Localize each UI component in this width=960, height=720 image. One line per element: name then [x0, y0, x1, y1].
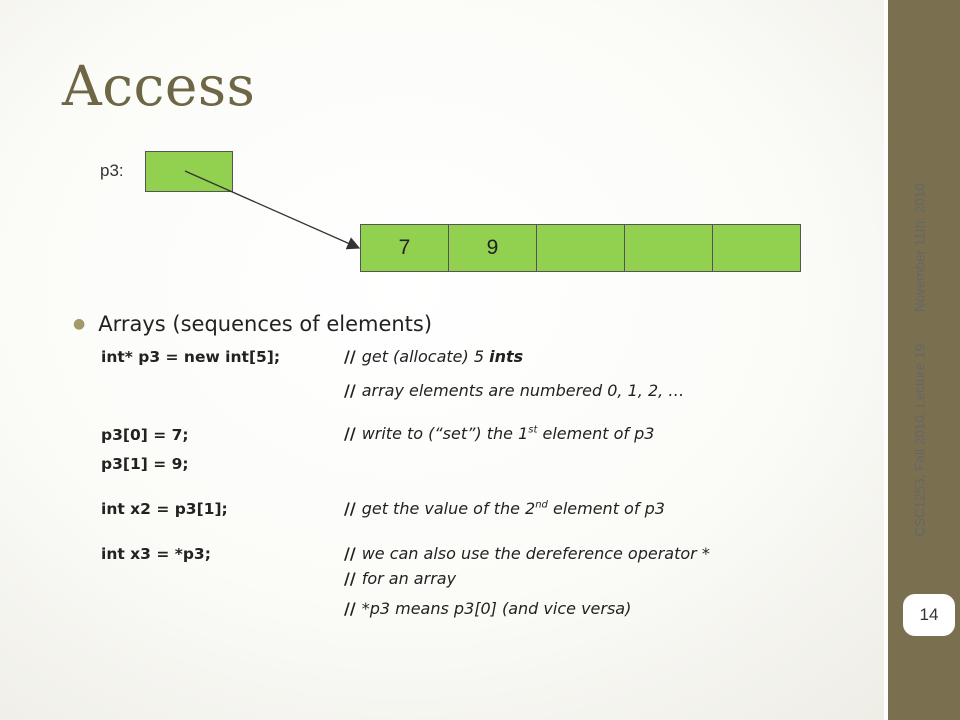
bullet-text: Arrays (sequences of elements)	[98, 312, 433, 336]
array-cell-1: 9	[449, 225, 537, 271]
code-line-4: p3[1] = 9;	[101, 455, 189, 473]
sidebar-divider	[884, 0, 888, 720]
code-line-6: int x3 = *p3;	[101, 545, 211, 563]
comment-line-1: //get (allocate) 5 ints	[344, 347, 524, 366]
vertical-footer: CSC1253, Fall 2010, Lecture 19 November …	[913, 60, 928, 660]
code-line-1: int* p3 = new int[5];	[101, 348, 281, 366]
slide-title: Access	[62, 54, 256, 118]
comment-line-3: //write to (“set”) the 1st element of p3	[344, 424, 655, 443]
pointer-box	[145, 151, 233, 192]
comment-line-8: //*p3 means p3[0] (and vice versa)	[344, 599, 632, 618]
comment-line-2: //array elements are numbered 0, 1, 2, …	[344, 381, 685, 400]
array-cell-4	[713, 225, 800, 271]
array-cell-3	[625, 225, 713, 271]
array-cell-0: 7	[361, 225, 449, 271]
comment-line-5: //get the value of the 2nd element of p3	[344, 499, 665, 518]
comment-line-6: //we can also use the dereference operat…	[344, 544, 710, 563]
code-line-3: p3[0] = 7;	[101, 426, 189, 444]
array-diagram: 7 9	[360, 224, 801, 272]
bullet-dot-icon: ●	[73, 316, 86, 332]
comment-line-7: //for an array	[344, 569, 457, 588]
footer-course: CSC1253, Fall 2010, Lecture 19	[912, 343, 928, 537]
array-cell-2	[537, 225, 625, 271]
code-line-5: int x2 = p3[1];	[101, 500, 228, 518]
bullet-item: ● Arrays (sequences of elements)	[73, 312, 432, 336]
pointer-label: p3:	[100, 161, 124, 180]
footer-date: November 11th, 2010	[912, 183, 928, 313]
page-number: 14	[901, 592, 957, 638]
